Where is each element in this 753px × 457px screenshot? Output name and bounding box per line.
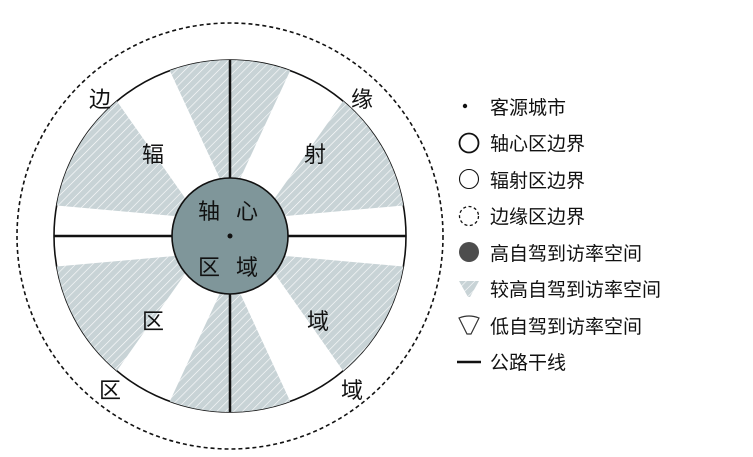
dot-icon xyxy=(452,92,486,120)
core-label-4: 域 xyxy=(236,256,258,281)
zone-diagram: 轴 心 区 域 辐 射 区 域 边 缘 区 域 xyxy=(16,22,444,450)
edge-label-1: 边 xyxy=(89,88,111,113)
sector-label-2: 射 xyxy=(304,143,326,168)
legend-item-highway: 公路干线 xyxy=(452,344,752,381)
legend-item-core-boundary: 轴心区边界 xyxy=(452,125,752,162)
hatched-wedge-5 xyxy=(56,255,186,371)
edge-zone-boundary xyxy=(16,22,444,450)
hatched-wedge-2 xyxy=(274,101,404,217)
dashed-circle-outline-icon xyxy=(452,202,486,230)
edge-label-2: 缘 xyxy=(351,88,373,113)
legend-item-higher-rate: 较高自驾到访率空间 xyxy=(452,271,752,308)
legend-item-high-rate: 高自驾到访率空间 xyxy=(452,234,752,271)
source-city-dot xyxy=(227,233,233,239)
legend: 客源城市 轴心区边界 辐射区边界 边缘区边界 高自驾到访率空间 较高自驾到访率空… xyxy=(452,88,752,380)
legend-item-edge-boundary: 边缘区边界 xyxy=(452,198,752,235)
core-label-3: 区 xyxy=(198,256,220,281)
edge-label-4: 域 xyxy=(341,379,363,404)
solid-circle-outline-icon xyxy=(452,129,486,157)
hatched-wedge-icon xyxy=(452,275,486,303)
empty-wedge-icon xyxy=(452,311,486,339)
sector-label-4: 域 xyxy=(307,310,329,335)
hatched-wedge-3 xyxy=(274,255,404,371)
line-icon xyxy=(452,348,486,376)
edge-label-3: 区 xyxy=(99,379,121,404)
legend-item-radiation-boundary: 辐射区边界 xyxy=(452,161,752,198)
legend-item-source-city: 客源城市 xyxy=(452,88,752,125)
core-label-2: 心 xyxy=(236,200,258,225)
legend-item-low-rate: 低自驾到访率空间 xyxy=(452,307,752,344)
thin-circle-outline-icon xyxy=(452,165,486,193)
core-label-1: 轴 xyxy=(198,200,220,225)
sector-label-3: 区 xyxy=(142,310,164,335)
filled-circle-icon xyxy=(452,238,486,266)
hatched-wedge-6 xyxy=(56,101,186,217)
sector-label-1: 辐 xyxy=(142,143,164,168)
